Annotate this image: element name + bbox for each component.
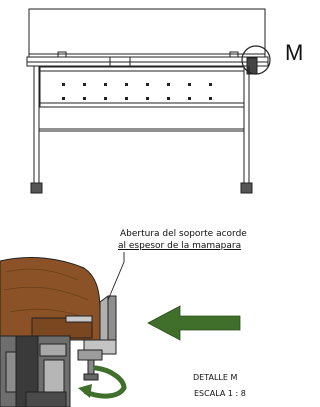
perforation-hole: [62, 83, 65, 86]
detail-scale: ESCALA 1 : 8: [194, 389, 246, 398]
perforation-hole: [167, 83, 170, 86]
table-top-panel: [28, 8, 266, 58]
rotate-arrow: [83, 365, 127, 399]
foot-left: [30, 182, 43, 194]
table-front-view: [26, 8, 271, 194]
push-arrow: [147, 305, 241, 341]
detail-m-view: [0, 252, 241, 407]
foot-right: [240, 182, 253, 194]
note-leader: [107, 252, 125, 301]
perforation-hole: [167, 97, 170, 100]
perforation-hole: [209, 83, 212, 86]
perforation-hole: [104, 83, 107, 86]
perforation-hole: [188, 97, 191, 100]
perforation-hole: [188, 83, 191, 86]
note-line-1: Abertura del soporte acorde: [120, 229, 247, 239]
perforation-hole: [125, 97, 128, 100]
perforation-hole: [125, 83, 128, 86]
perforation-hole: [146, 97, 149, 100]
perforation-hole: [83, 97, 86, 100]
perforation-hole: [104, 97, 107, 100]
detail-title: DETALLE M: [193, 373, 238, 382]
detail-circle-m: [241, 45, 271, 75]
detail-marker-label: M: [285, 40, 304, 65]
perforated-panel: [39, 66, 245, 108]
note-line-2: al espesor de la mamapara: [118, 241, 242, 251]
perforation-hole: [62, 97, 65, 100]
perforation-holes: [62, 83, 212, 100]
perforation-hole: [83, 83, 86, 86]
perforation-hole: [146, 83, 149, 86]
perforation-hole: [209, 97, 212, 100]
